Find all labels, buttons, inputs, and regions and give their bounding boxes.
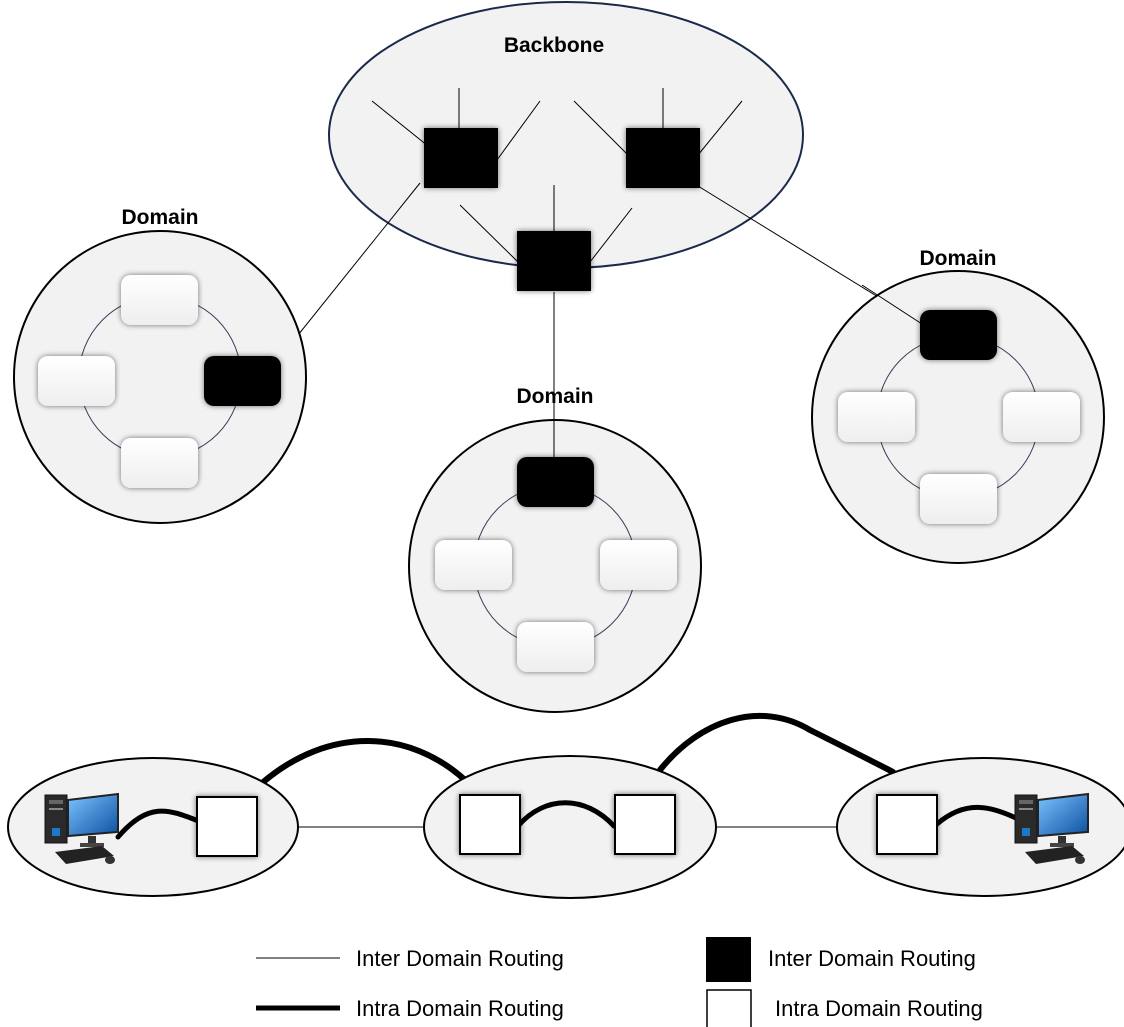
backbone-router-3 [517,231,591,291]
desktop-computer-icon [44,792,119,864]
legend-white-box-swatch [706,989,752,1027]
path-router-white [459,794,521,855]
router-white [838,392,915,442]
path-router-white [876,794,938,855]
domain-left [13,230,307,524]
legend-thick-line-label: Intra Domain Routing [356,996,564,1021]
desktop-computer-icon [1014,792,1089,864]
domain-right-label: Domain [919,247,996,270]
domain-right [811,270,1105,564]
router-black [920,310,997,360]
legend-black-box-label: Inter Domain Routing [768,946,976,971]
backbone-links [371,88,743,263]
router-white [435,540,512,590]
path-intra-arcs [259,713,896,786]
right-domain-link [861,284,923,325]
router-white [600,540,677,590]
host-domain-right [836,757,1124,897]
legend-thin-line-label: Inter Domain Routing [356,946,564,971]
legend-white-box-label: Intra Domain Routing [775,996,983,1021]
domain-center-label: Domain [516,385,593,408]
transit-domain [423,755,717,899]
router-white [920,474,997,524]
legend-black-box-swatch [706,937,751,982]
path-intra-inner [115,800,1023,840]
legend: Inter Domain Routing Intra Domain Routin… [256,937,983,1027]
path-router-white [614,794,676,855]
backbone-router-1 [424,128,498,188]
path-router-white [196,796,258,857]
backbone-router-2 [626,128,700,188]
router-white [121,275,198,325]
backbone-label: Backbone [504,34,604,57]
router-black [517,457,594,507]
domain-left-label: Domain [121,206,198,229]
domain-center [408,419,702,713]
router-white [517,622,594,672]
router-white [1003,392,1080,442]
router-white [38,356,115,406]
router-white [121,438,198,488]
router-black [204,356,281,406]
